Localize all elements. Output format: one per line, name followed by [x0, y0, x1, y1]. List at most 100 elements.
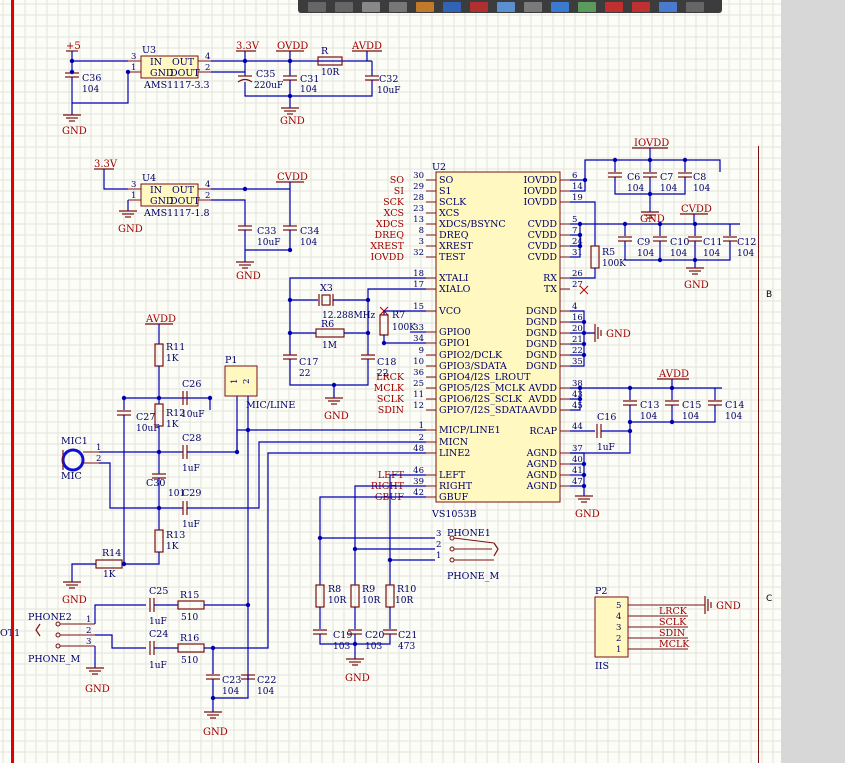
- cap-c31[interactable]: C31 104: [283, 61, 319, 95]
- c18-val: 22: [377, 369, 388, 379]
- gnd-label: GND: [85, 684, 110, 695]
- u2-pin-num: 45: [572, 401, 583, 411]
- tool-bus-icon[interactable]: [524, 1, 542, 12]
- phone1-pin2: 2: [436, 540, 441, 550]
- tool-box-icon[interactable]: [362, 1, 380, 12]
- connector-p1[interactable]: P1 MIC/LINE 1 2: [224, 355, 295, 411]
- tool-select-icon[interactable]: [389, 1, 407, 12]
- net-avdd-chip: AVDD: [658, 369, 689, 380]
- tool-more-icon[interactable]: [686, 1, 704, 12]
- c27-val: 10uF: [136, 424, 160, 434]
- c19-ref: C19: [333, 630, 352, 641]
- gnd-label: GND: [716, 601, 741, 612]
- u2-pin-name: AVDD: [528, 394, 558, 405]
- connector-p2[interactable]: P2 IIS 5 4 3 2 1 LRCK SCLK SDIN MCLK: [594, 586, 705, 672]
- r-val: 10R: [321, 68, 339, 78]
- tool-port-icon[interactable]: [578, 1, 596, 12]
- phone2-pin2: 2: [86, 626, 91, 636]
- net-p5: +5: [66, 41, 81, 52]
- u4-pin-in: IN: [150, 185, 162, 196]
- cap-c24[interactable]: C24 1uF: [149, 629, 168, 671]
- u2-pin-num: 23: [413, 204, 424, 214]
- p2-pin2: 2: [616, 634, 621, 644]
- gnd-label: GND: [324, 411, 349, 422]
- cap-c32[interactable]: C32 10uF: [365, 61, 401, 96]
- gnd-symbol: [119, 210, 137, 218]
- mic1[interactable]: MIC1 MIC 1 2: [61, 436, 101, 482]
- p2-pin1: 1: [616, 645, 621, 655]
- c35-val: 220uF: [254, 81, 283, 91]
- u2-net-label: SO: [390, 175, 405, 186]
- u2-pin-name: AGND: [526, 470, 558, 481]
- u2-pin-num: 8: [419, 226, 424, 236]
- phone1-jack[interactable]: PHONE1 PHONE_M 3 2 1: [436, 528, 499, 582]
- tool-junction-icon[interactable]: [497, 1, 515, 12]
- phone1-ref: PHONE1: [447, 528, 491, 539]
- u2-pin-name: GPIO4/I2S_LROUT: [439, 372, 531, 383]
- u2-pin-num: 6: [572, 171, 577, 181]
- regulator-u3[interactable]: U3 IN OUT GND DOUT AMS1117-3.3 3 1 4 2: [128, 45, 211, 91]
- tool-text-icon[interactable]: [659, 1, 677, 12]
- cap-c34[interactable]: C34 104: [283, 225, 319, 248]
- c6-val: 104: [627, 184, 644, 194]
- tool-net-icon[interactable]: [551, 1, 569, 12]
- u2-chip[interactable]: U2 VS1053B: [431, 162, 561, 520]
- tool-circle-icon[interactable]: [632, 1, 650, 12]
- junctions: [69, 58, 698, 701]
- r15-ref: R15: [180, 590, 199, 601]
- phone2-jack[interactable]: PHONE2 PHONE_M OT1 1 2 3: [0, 612, 95, 665]
- u4-pin-gnd: GND: [150, 196, 174, 207]
- u2-pin-name: RIGHT: [439, 481, 473, 492]
- tool-line-icon[interactable]: [443, 1, 461, 12]
- phone2-extra: OT1: [0, 628, 20, 639]
- c24-ref: C24: [149, 629, 168, 640]
- c23-ref: C23: [222, 675, 241, 686]
- c26-ref: C26: [182, 379, 201, 390]
- tool-drc-icon[interactable]: [605, 1, 623, 12]
- phone2-pin1: 1: [86, 615, 91, 625]
- regulator-u4[interactable]: U4 IN OUT GND DOUT AMS1117-1.8 3 1 4 2: [128, 173, 211, 219]
- c24-val: 1uF: [149, 661, 167, 671]
- p2-net-lrck: LRCK: [659, 606, 688, 617]
- u2-pin-name: CVDD: [528, 241, 558, 252]
- u2-pin-name: GPIO2/DCLK: [439, 350, 503, 361]
- mic1-pin2: 2: [96, 454, 101, 464]
- u2-pin-name: DREQ: [439, 230, 469, 241]
- u2-pin-name: AGND: [526, 459, 558, 470]
- gnd-symbol: [346, 658, 364, 666]
- u2-pin-num: 29: [413, 182, 424, 192]
- tool-wire-icon[interactable]: [335, 1, 353, 12]
- gnd-symbol: [686, 267, 704, 275]
- c21-val: 473: [398, 642, 415, 652]
- p1-ref: P1: [225, 355, 237, 366]
- tool-arrow-icon[interactable]: [308, 1, 326, 12]
- u2-pin-num: 14: [572, 182, 583, 192]
- tool-component-icon[interactable]: [416, 1, 434, 12]
- u3-pin-dout: DOUT: [170, 68, 200, 79]
- c9-val: 104: [637, 249, 654, 259]
- cap-c33[interactable]: C33 10uF: [238, 225, 281, 248]
- resistor-r[interactable]: R 10R: [317, 46, 343, 78]
- tool-power-icon[interactable]: [470, 1, 488, 12]
- u2-pin-name: XTALI: [439, 273, 469, 284]
- cap-c35[interactable]: C35 220uF: [237, 61, 283, 91]
- net-cvdd: CVDD: [681, 204, 712, 215]
- gnd-symbol: [641, 211, 659, 219]
- crystal-x3[interactable]: X3 12.288MHz: [318, 283, 376, 321]
- c33-ref: C33: [257, 226, 276, 237]
